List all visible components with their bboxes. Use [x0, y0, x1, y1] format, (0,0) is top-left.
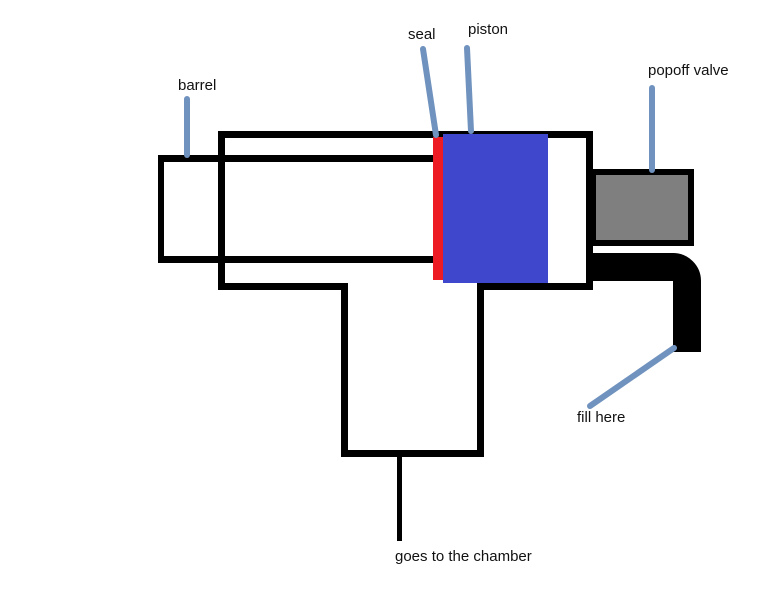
popoff-valve-label: popoff valve: [648, 62, 729, 79]
body-top-edge: [218, 131, 593, 138]
popoff-valve-shape: [596, 175, 688, 240]
chamber-label: goes to the chamber: [395, 548, 532, 565]
fill-pipe: [589, 253, 701, 352]
piston-leader-line: [464, 45, 474, 134]
stem-left-wall: [341, 283, 348, 457]
fill-here-label: fill here: [577, 409, 626, 426]
seal-leader-line: [420, 46, 439, 138]
piston-label: piston: [468, 21, 509, 38]
stem-right-wall: [477, 283, 484, 457]
barrel-bore-top-line: [158, 155, 434, 162]
body-right-edge: [586, 131, 593, 290]
barrel-left-edge: [158, 155, 164, 263]
seal-shape: [433, 137, 443, 280]
fill-here-leader-line: [587, 345, 677, 409]
stem-bottom-edge: [341, 450, 484, 457]
body-left-edge: [218, 131, 225, 290]
seal-label: seal: [408, 26, 436, 43]
piston-shape: [443, 134, 548, 283]
barrel-bore-bottom-line: [158, 256, 434, 263]
chamber-line: [397, 457, 402, 541]
barrel-label: barrel: [178, 77, 217, 94]
body-bottom-edge-left: [218, 283, 348, 290]
body-bottom-edge-right: [477, 283, 593, 290]
